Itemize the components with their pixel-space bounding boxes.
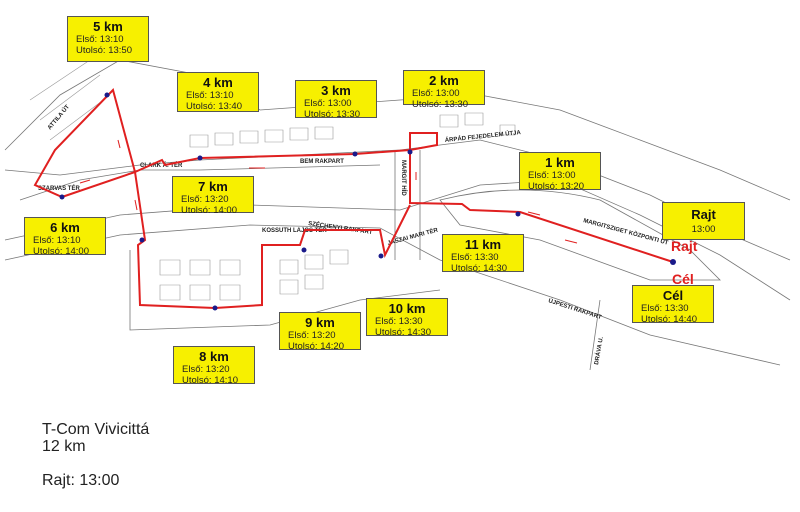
street-label: BEM RAKPART <box>300 159 344 165</box>
race-distance: 12 km <box>42 438 86 455</box>
street-label: CLARK Á. TÉR <box>140 161 183 169</box>
street-label: DRÁVA U. <box>593 336 605 365</box>
street-label: MARGITSZIGET KÖZPONTI ÚT <box>582 217 669 247</box>
start-marker-label: Rajt <box>671 238 698 254</box>
race-route <box>33 88 674 310</box>
checkpoint-markers <box>59 92 676 311</box>
street-label: ÚJPESTI RAKPART <box>547 297 602 321</box>
race-start-time: Rajt: 13:00 <box>42 472 120 489</box>
street-label: SZARVAS TÉR <box>38 184 80 192</box>
race-title: T-Com Vivicittá <box>42 421 150 438</box>
direction-arrows <box>79 139 578 244</box>
street-label: ÁRPÁD FEJEDELEM ÚTJA <box>444 129 521 144</box>
street-label: KOSSUTH LAJOS TÉR <box>262 226 327 234</box>
finish-marker-label: Cél <box>672 271 694 287</box>
street-label: MARGIT HÍD <box>400 160 408 196</box>
